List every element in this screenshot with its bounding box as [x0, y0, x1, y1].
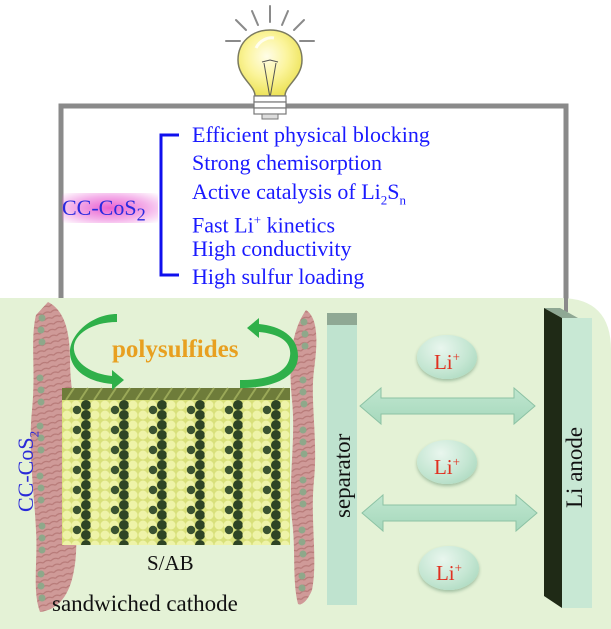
feature-item: Strong chemisorption — [192, 150, 383, 175]
feature-item: High sulfur loading — [192, 264, 365, 289]
interlayer-label-main: CC-CoS — [13, 437, 38, 512]
li-ion: Li+ — [417, 440, 477, 484]
feature-item: Active catalysis of Li2Sn — [192, 179, 406, 213]
light-bulb-icon — [225, 5, 315, 120]
right-interlayer-fiber — [290, 310, 317, 605]
feature-text: Active catalysis of Li — [192, 179, 381, 204]
sab-label: S/AB — [147, 551, 194, 575]
li-anode — [544, 298, 592, 608]
circuit-wire — [58, 103, 569, 300]
feature-bracket — [159, 133, 179, 277]
li-ion-charge: + — [454, 560, 462, 575]
feature-text: S — [387, 179, 400, 204]
separator — [327, 313, 357, 605]
li-ion: Li+ — [417, 335, 477, 379]
feature-superscript: + — [253, 212, 262, 227]
interlayer-label: CC-CoS2 — [13, 431, 42, 512]
feature-item: Efficient physical blocking — [192, 122, 430, 147]
li-ion-charge: + — [452, 349, 460, 364]
cc-cos2-label-main: CC-CoS — [62, 195, 137, 220]
feature-text: kinetics — [261, 212, 336, 238]
separator-label: separator — [330, 433, 355, 518]
feature-text: Fast Li — [192, 212, 254, 238]
double-arrow-icon — [359, 386, 538, 533]
li-ion-text: Li — [433, 350, 453, 374]
feature-item: High conductivity — [192, 236, 352, 261]
feature-subscript: n — [399, 192, 407, 208]
cc-cos2-label: CC-CoS2 — [62, 193, 158, 225]
sab-block — [62, 387, 290, 545]
li-ion-charge: + — [452, 454, 460, 469]
interlayer-label-sub: 2 — [26, 430, 42, 438]
curved-arrow-icon — [70, 314, 298, 390]
li-ion: Li+ — [419, 546, 479, 590]
polysulfides-label: polysulfides — [112, 336, 239, 363]
anode-label: Li anode — [562, 426, 587, 508]
feature-item: Fast Li+ kinetics — [192, 207, 335, 238]
feature-subscript: 2 — [380, 192, 388, 208]
li-ion-text: Li — [435, 561, 455, 585]
cathode-label: sandwiched cathode — [52, 591, 238, 616]
cc-cos2-label-sub: 2 — [136, 204, 146, 225]
li-ion-text: Li — [433, 455, 453, 479]
